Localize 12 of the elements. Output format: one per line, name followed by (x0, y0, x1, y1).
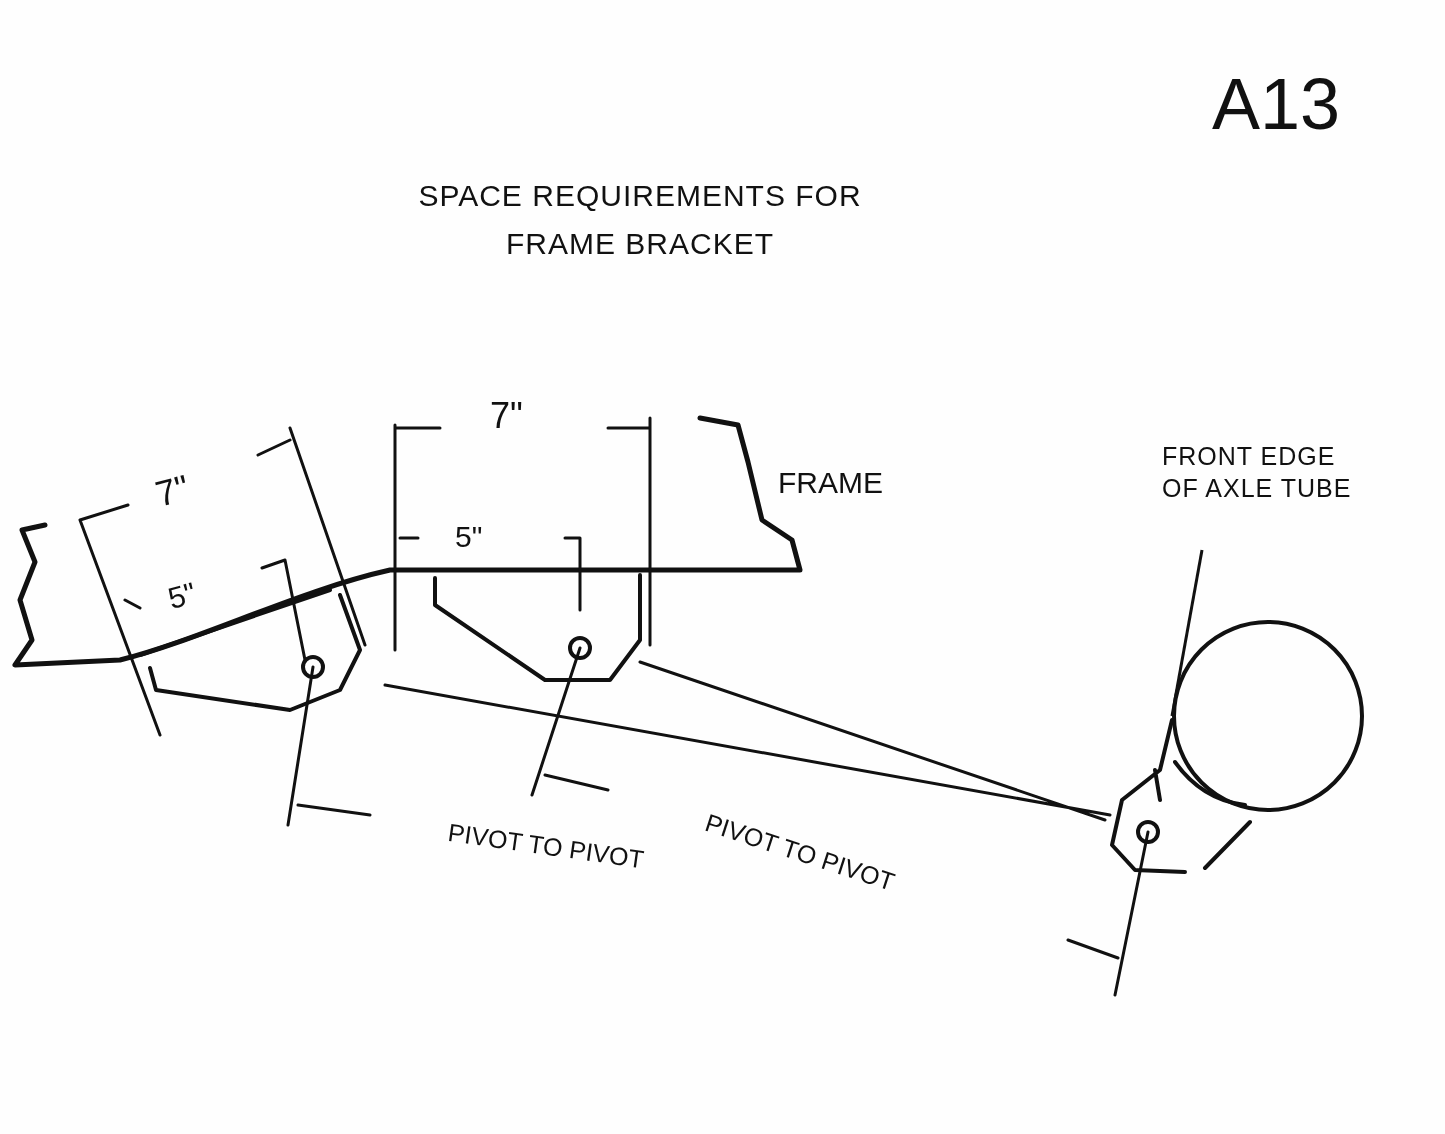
title: SPACE REQUIREMENTS FOR FRAME BRACKET (417, 178, 863, 262)
dimension-label: 5" (165, 577, 200, 614)
dimension-label: PIVOT TO PIVOT (702, 810, 898, 895)
dimension-label: 7" (152, 469, 193, 513)
dimension-label: FRAME (778, 468, 883, 498)
callout-text: FRONT EDGE OF AXLE TUBE (1162, 440, 1377, 504)
axle-tube-circle (1172, 620, 1364, 812)
dimension-label: PIVOT TO PIVOT (446, 820, 646, 873)
dimension-label: 5" (455, 522, 483, 552)
dimension-label: 7" (490, 398, 523, 434)
page-number: A13 (1212, 68, 1341, 140)
leader-line (1170, 549, 1204, 717)
